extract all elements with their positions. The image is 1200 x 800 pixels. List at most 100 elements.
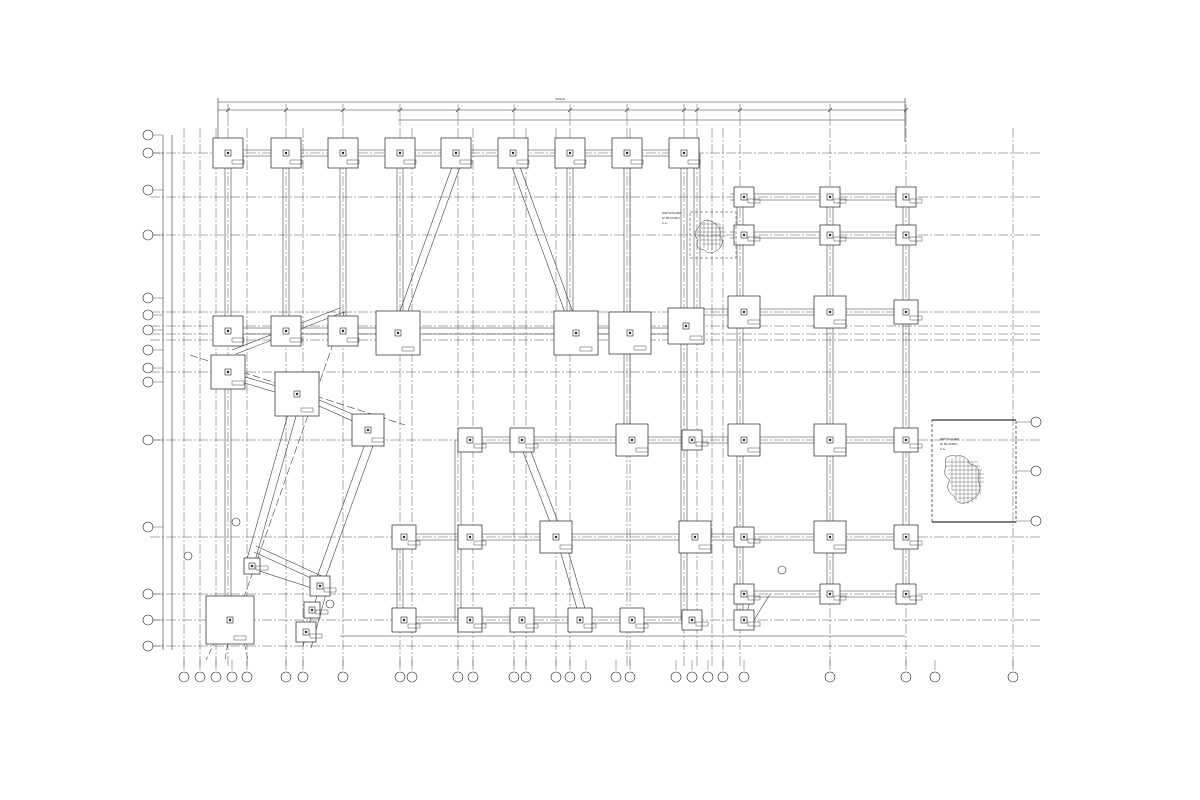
column bbox=[270, 315, 303, 347]
column bbox=[619, 607, 649, 633]
pier-dot bbox=[693, 535, 697, 539]
pier-dot bbox=[625, 151, 629, 155]
callout-bubble bbox=[231, 517, 241, 527]
pier-tag-box bbox=[635, 623, 649, 629]
column bbox=[727, 295, 761, 329]
column bbox=[553, 310, 599, 356]
pier-tag-box bbox=[559, 544, 573, 550]
pier-tag-box bbox=[747, 538, 761, 544]
pier-tag-box bbox=[747, 236, 761, 242]
column bbox=[895, 224, 923, 246]
grid-bubble bbox=[624, 671, 636, 683]
grid-bubble bbox=[142, 588, 154, 600]
pier-tag-box bbox=[346, 159, 360, 165]
pier-tag-box bbox=[747, 319, 761, 325]
column bbox=[243, 557, 269, 575]
pier-tag-box bbox=[909, 443, 923, 449]
column bbox=[440, 137, 473, 169]
pier-dot bbox=[684, 324, 688, 328]
column bbox=[567, 607, 597, 633]
grid-bubble bbox=[1007, 671, 1019, 683]
grid-bubble bbox=[210, 671, 222, 683]
pier-tag-box bbox=[255, 565, 269, 571]
grid-bubble bbox=[824, 671, 836, 683]
pier-dot bbox=[295, 392, 299, 396]
pier-dot bbox=[904, 195, 908, 199]
pier-dot bbox=[284, 329, 288, 333]
pier-dot bbox=[690, 438, 694, 442]
pier-dot bbox=[690, 618, 694, 622]
grid-bubble bbox=[686, 671, 698, 683]
pier-tag-box bbox=[909, 236, 923, 242]
pier-dot bbox=[828, 310, 832, 314]
pier-tag-box bbox=[401, 346, 415, 352]
grid-bubble bbox=[142, 434, 154, 446]
pier-dot bbox=[742, 310, 746, 314]
grid-bubble bbox=[142, 640, 154, 652]
pier-dot bbox=[341, 329, 345, 333]
column bbox=[681, 609, 709, 631]
grid-bubble bbox=[670, 671, 682, 683]
detail-note-1-line1: PARTICOLARE bbox=[662, 211, 681, 215]
grid-bubble bbox=[142, 344, 154, 356]
pier-dot bbox=[828, 535, 832, 539]
pier-dot bbox=[520, 618, 524, 622]
pier-dot bbox=[468, 438, 472, 442]
pier-tag-box bbox=[698, 544, 712, 550]
pier-tag-box bbox=[233, 635, 247, 641]
grid-lines-vertical bbox=[183, 128, 1014, 668]
column bbox=[895, 583, 923, 605]
grid-bubbles-left bbox=[142, 129, 163, 652]
pier-tag-box bbox=[695, 441, 709, 447]
pier-dot bbox=[628, 331, 632, 335]
pier-tag-box bbox=[459, 159, 473, 165]
pier-dot bbox=[682, 151, 686, 155]
grid-bubble bbox=[280, 671, 292, 683]
pier-tag-box bbox=[300, 407, 314, 413]
pier-dot bbox=[396, 331, 400, 335]
grid-bubble bbox=[610, 671, 622, 683]
column bbox=[391, 524, 421, 550]
pier-dot bbox=[742, 195, 746, 199]
pier-tag-box bbox=[833, 447, 847, 453]
column bbox=[554, 137, 587, 169]
column bbox=[457, 524, 487, 550]
columns bbox=[205, 137, 923, 645]
pier-dot bbox=[904, 438, 908, 442]
pier-tag-box bbox=[573, 159, 587, 165]
detail-hatch-2 bbox=[931, 419, 1017, 523]
pier-tag-box bbox=[407, 540, 421, 546]
grid-bubble bbox=[508, 671, 520, 683]
column bbox=[509, 427, 539, 453]
column bbox=[351, 413, 385, 447]
pier-dot bbox=[742, 592, 746, 596]
pier-dot bbox=[630, 618, 634, 622]
pier-tag-box bbox=[909, 315, 923, 321]
pier-dot bbox=[742, 233, 746, 237]
pier-dot bbox=[904, 310, 908, 314]
column bbox=[615, 423, 649, 457]
grid-bubble bbox=[929, 671, 941, 683]
pier-tag-box bbox=[635, 447, 649, 453]
grid-bubble bbox=[520, 671, 532, 683]
pier-dot bbox=[574, 331, 578, 335]
grid-bubble bbox=[900, 671, 912, 683]
grid-bubble bbox=[194, 671, 206, 683]
grid-bubble bbox=[178, 671, 190, 683]
column bbox=[733, 583, 761, 605]
pier-tag-box bbox=[747, 198, 761, 204]
pier-dot bbox=[228, 618, 232, 622]
pier-dot bbox=[402, 618, 406, 622]
column bbox=[212, 137, 245, 169]
pier-dot bbox=[828, 592, 832, 596]
pier-dot bbox=[468, 618, 472, 622]
pier-dot bbox=[742, 618, 746, 622]
grid-bubble bbox=[297, 671, 309, 683]
pier-dot bbox=[630, 438, 634, 442]
pier-dot bbox=[828, 233, 832, 237]
pier-dot bbox=[341, 151, 345, 155]
pier-dot bbox=[310, 608, 314, 612]
pier-tag-box bbox=[403, 159, 417, 165]
column bbox=[667, 307, 705, 345]
